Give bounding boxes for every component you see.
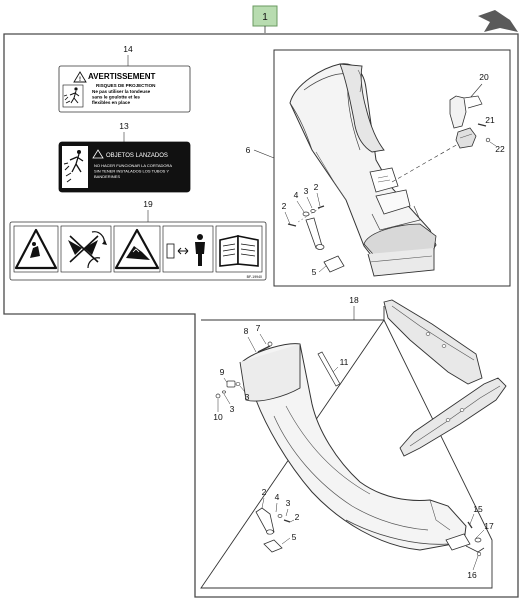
callout-lower-5: 5 — [292, 532, 297, 542]
callout-10: 10 — [213, 412, 223, 422]
rotating-blade-hazard-icon — [68, 231, 107, 269]
callout-7: 7 — [256, 323, 261, 333]
callout-upper-2a: 2 — [282, 201, 287, 211]
lower-strap-part[interactable] — [255, 507, 291, 535]
decal-warning-spanish[interactable]: 13 OBJETOS LANZADOS NO HACER FUNCIONAR L… — [58, 121, 191, 193]
callout-9: 9 — [220, 367, 225, 377]
bushing-part[interactable] — [226, 380, 236, 388]
upper-latch-part[interactable] — [323, 255, 345, 273]
callout-8: 8 — [244, 326, 249, 336]
callout-lower-2a: 2 — [262, 487, 267, 497]
decal19-code: BF-19940 — [247, 275, 262, 279]
decal13-line3: BANDERINES — [94, 174, 120, 179]
callout-lower-4: 4 — [275, 492, 280, 502]
lower-nut-part[interactable] — [476, 551, 482, 557]
callout-15: 15 — [473, 504, 483, 514]
callout-upper-5: 5 — [312, 267, 317, 277]
keep-distance-icon — [166, 234, 205, 266]
decal14-line1: RISQUES DE PROJECTION — [96, 83, 156, 88]
lower-chute-detail: 18 11 8 7 9 3 — [200, 295, 494, 589]
callout-6: 6 — [246, 145, 251, 155]
callout-upper-4: 4 — [294, 190, 299, 200]
lower-chute-part[interactable] — [239, 343, 467, 551]
callout-14: 14 — [123, 44, 133, 54]
bagger-chute-upper-part[interactable] — [289, 63, 437, 277]
svg-text:!: ! — [79, 77, 81, 83]
adapter-screw-part[interactable] — [477, 123, 487, 127]
callout-20: 20 — [479, 72, 489, 82]
washer-right-part[interactable] — [235, 382, 241, 386]
callout-22: 22 — [495, 144, 505, 154]
thrown-object-pictogram-icon — [62, 84, 84, 108]
adapter-part[interactable] — [449, 95, 483, 149]
lower-bolt-part[interactable] — [467, 521, 473, 529]
nut-left-part[interactable] — [215, 393, 221, 399]
decal-strip-part[interactable] — [317, 351, 341, 387]
warning-triangle-icon — [92, 149, 104, 159]
adapter-nut-part[interactable] — [485, 137, 491, 143]
mower-blade-lower[interactable] — [399, 377, 507, 457]
lower-bracket-part[interactable] — [445, 533, 485, 553]
warning-triangle-icon — [73, 71, 87, 83]
callout-washer-right: 3 — [245, 392, 250, 402]
callout-18: 18 — [349, 295, 359, 305]
callout-19: 19 — [143, 199, 153, 209]
group-frame — [3, 33, 519, 598]
decal14-title: AVERTISSEMENT — [88, 72, 156, 81]
main-callout-label: 1 — [262, 12, 268, 23]
decal-pictorial-safety[interactable]: 19 — [9, 199, 267, 281]
upper-strap-part[interactable] — [305, 217, 325, 250]
main-callout-tab[interactable]: 1 — [252, 5, 278, 33]
callout-13: 13 — [119, 121, 129, 131]
decal14-line4: flexibles en place — [92, 100, 130, 105]
decal14-line2: Ne pas utiliser la tondeuse — [92, 89, 151, 94]
lower-latch-part[interactable] — [263, 539, 283, 553]
callout-lower-3: 3 — [286, 498, 291, 508]
callout-washer-left: 3 — [230, 404, 235, 414]
thrown-object-pictogram-icon — [63, 150, 84, 183]
decal-warning-french[interactable]: 14 ! AVERTISSEMENT RISQUES DE PROJECTION… — [58, 44, 191, 113]
decal13-line2: SIN TENER INSTALADOS LOS TUBOS Y — [94, 169, 169, 174]
decal13-line1: NO HACER FUNCIONAR LA CORTADORA — [94, 163, 172, 168]
top-bolt-set-part[interactable] — [257, 341, 273, 353]
callout-17: 17 — [484, 521, 494, 531]
mower-blade-upper[interactable] — [383, 299, 483, 385]
decal14-line3: sans le goulotte et les — [92, 95, 140, 100]
upper-chute-detail: 6 20 — [246, 49, 511, 287]
callout-lower-2b: 2 — [295, 512, 300, 522]
callout-upper-3: 3 — [304, 186, 309, 196]
next-page-arrow-icon[interactable] — [478, 10, 518, 32]
callout-11: 11 — [340, 357, 349, 367]
callout-upper-2b: 2 — [314, 182, 319, 192]
read-manual-book-icon — [219, 235, 259, 267]
upper-washer-set-part[interactable] — [297, 205, 325, 223]
callout-16: 16 — [467, 570, 477, 580]
callout-21: 21 — [485, 115, 495, 125]
decal13-title: OBJETOS LANZADOS — [106, 153, 168, 159]
upper-screw-a-part[interactable] — [287, 223, 297, 227]
